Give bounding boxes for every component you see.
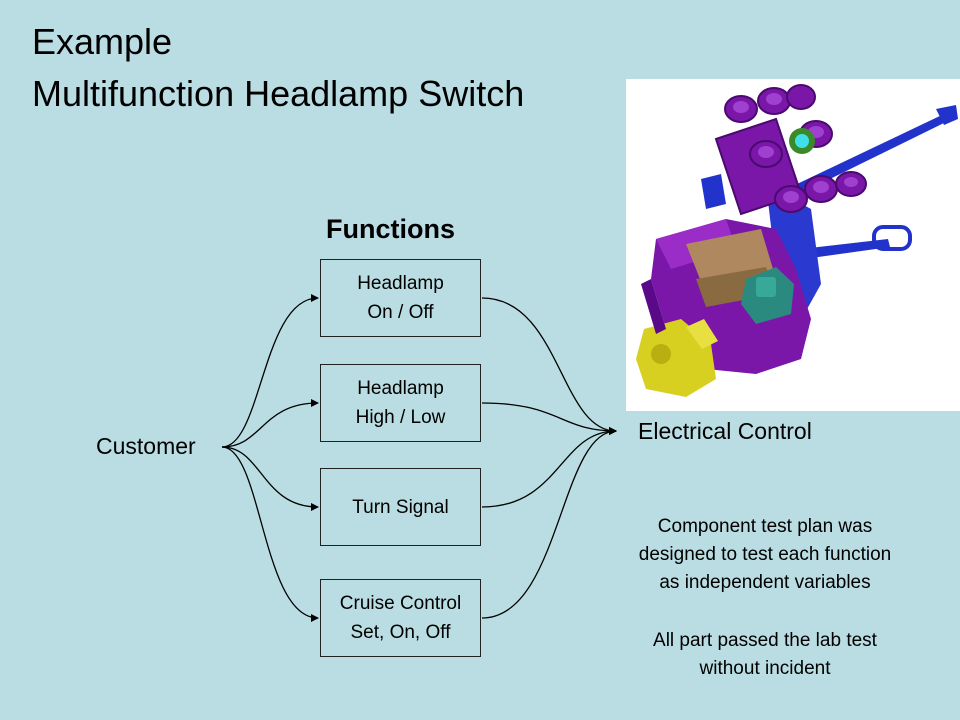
arrow-headlamp-on-off-to-electrical (481, 297, 617, 435)
arrow-headlamp-high-low-to-electrical (481, 402, 617, 435)
test-plan-note: Component test plan was designed to test… (598, 513, 932, 597)
lab-test-note: All part passed the lab test without inc… (598, 627, 932, 683)
function-label: Headlamp (357, 273, 444, 294)
note-line: as independent variables (659, 572, 871, 593)
note-line: All part passed the lab test (653, 630, 877, 651)
customer-label: Customer (96, 433, 196, 459)
arrow-turn-signal-to-electrical (481, 427, 617, 508)
arrow-cruise-control-to-electrical (481, 427, 617, 619)
function-label: On / Off (367, 302, 434, 323)
function-box-headlamp-high-low: Headlamp High / Low (320, 364, 481, 442)
function-label: High / Low (355, 407, 446, 428)
headlamp-switch-cad-image (626, 79, 960, 411)
functions-heading: Functions (326, 214, 455, 244)
slide-title-line-2: Multifunction Headlamp Switch (32, 73, 525, 114)
note-line: without incident (699, 658, 831, 679)
note-line: designed to test each function (638, 544, 892, 565)
arrow-customer-to-headlamp-high-low (221, 399, 319, 448)
function-label: Set, On, Off (350, 622, 451, 643)
function-box-cruise-control: Cruise Control Set, On, Off (320, 579, 481, 657)
function-box-turn-signal: Turn Signal (320, 468, 481, 546)
function-label: Headlamp (357, 378, 444, 399)
electrical-control-label: Electrical Control (638, 418, 812, 444)
function-label: Cruise Control (339, 593, 462, 614)
arrow-customer-to-turn-signal (221, 446, 319, 511)
arrow-customer-to-cruise-control (221, 446, 319, 622)
slide-title-line-1: Example (32, 21, 173, 62)
note-line: Component test plan was (657, 516, 873, 537)
arrow-customer-to-headlamp-on-off (221, 294, 319, 448)
function-box-headlamp-on-off: Headlamp On / Off (320, 259, 481, 337)
function-label: Turn Signal (352, 496, 449, 518)
